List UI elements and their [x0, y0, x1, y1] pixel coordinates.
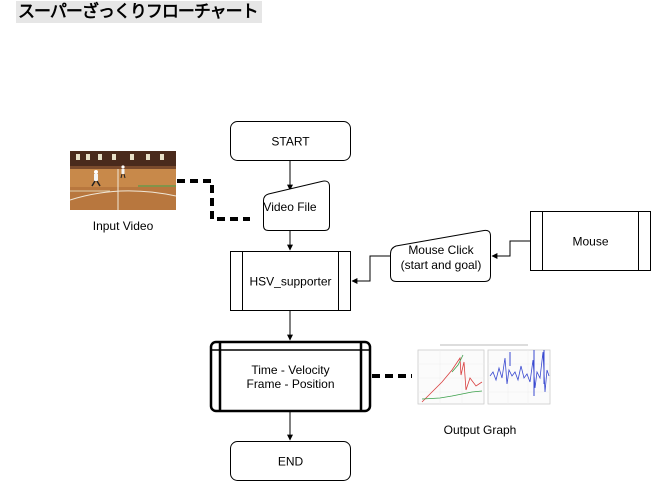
- node-end: [230, 441, 351, 481]
- node-output-label-2: Frame - Position: [246, 377, 334, 391]
- node-hsv-supporter: [230, 251, 351, 311]
- node-mouse: [530, 211, 651, 271]
- node-mouse-label: Mouse: [572, 235, 608, 249]
- arrow-mouseclick-to-hsv: [351, 255, 390, 284]
- node-mouse-click: [390, 229, 491, 282]
- node-mouse-click-label-2: (start and goal): [401, 258, 482, 272]
- node-start: [230, 121, 351, 161]
- node-hsv-supporter-label: HSV_supporter: [249, 275, 331, 289]
- node-video-file-label: Video File: [263, 200, 316, 214]
- node-output-label-1: Time - Velocity: [251, 363, 329, 377]
- dashed-link-input-video: [177, 179, 250, 221]
- node-start-label: START: [271, 135, 310, 149]
- node-output: [209, 340, 372, 413]
- page-title: スーパーざっくりフローチャート: [16, 1, 262, 23]
- output-graph-caption: Output Graph: [444, 423, 517, 437]
- input-video-thumbnail: [70, 151, 176, 210]
- node-end-label: END: [278, 455, 304, 469]
- node-mouse-click-label-1: Mouse Click: [408, 243, 474, 257]
- input-video-caption: Input Video: [93, 219, 154, 233]
- arrow-mouse-to-mouseclick: [491, 240, 530, 259]
- output-graph-thumbnail: [414, 343, 554, 409]
- node-video-file: [263, 180, 330, 231]
